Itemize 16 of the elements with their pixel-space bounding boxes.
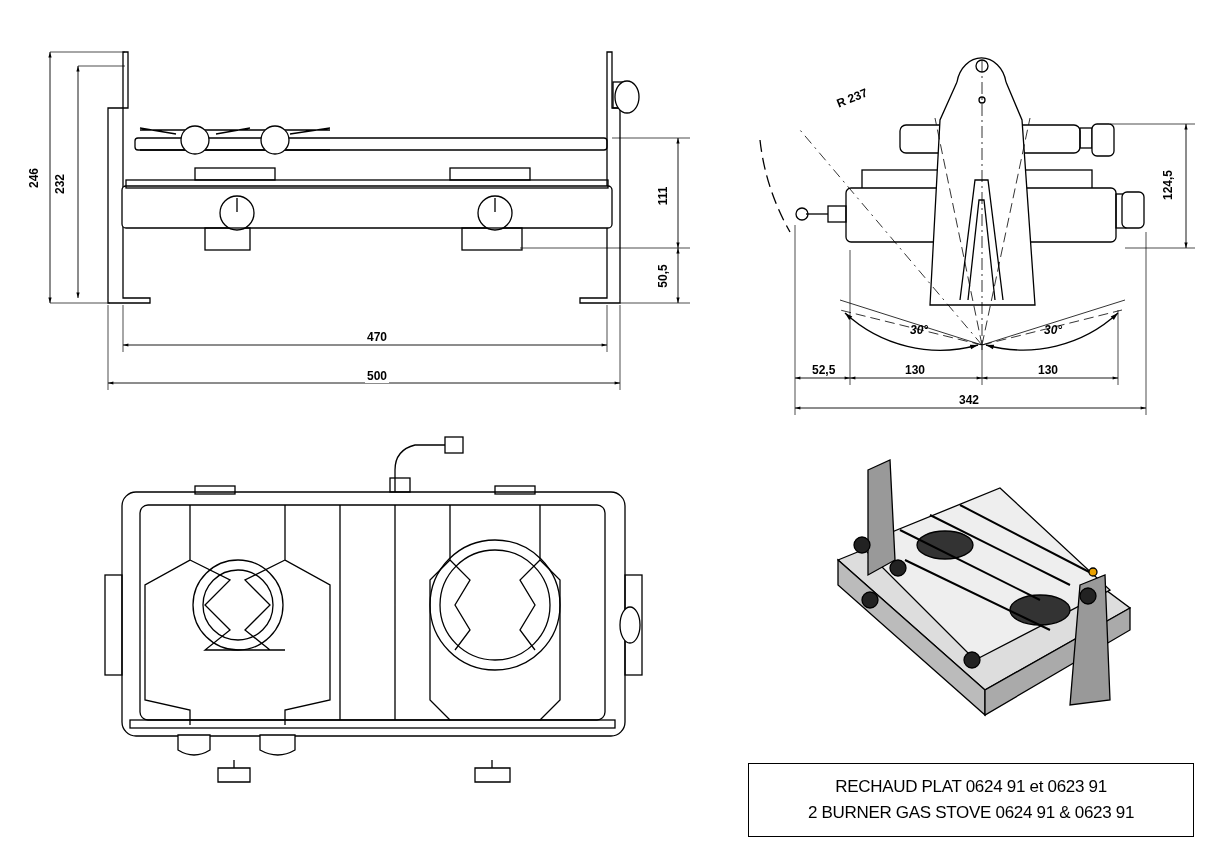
dimension-value: 130 <box>1036 363 1061 377</box>
title-block <box>748 763 1194 837</box>
dimension-value: 30° <box>909 323 930 337</box>
dimension-value: 30° <box>1043 323 1064 337</box>
dimension-value: 124,5 <box>1161 168 1175 202</box>
dimension-value: 52,5 <box>810 363 838 377</box>
title-text: 2 BURNER GAS STOVE 0624 91 & 0623 91 <box>807 802 1135 824</box>
dimension-value: 500 <box>365 369 390 383</box>
dimension-value: 470 <box>365 330 390 344</box>
dimension-value: 232 <box>53 172 67 196</box>
dimension-value: 111 <box>656 184 670 208</box>
title-text: RECHAUD PLAT 0624 91 et 0623 91 <box>835 776 1107 798</box>
dimension-value: 342 <box>957 393 982 407</box>
dimension-value: 246 <box>27 166 41 190</box>
dimension-value: 50,5 <box>656 262 670 290</box>
dimension-value: 130 <box>903 363 928 377</box>
